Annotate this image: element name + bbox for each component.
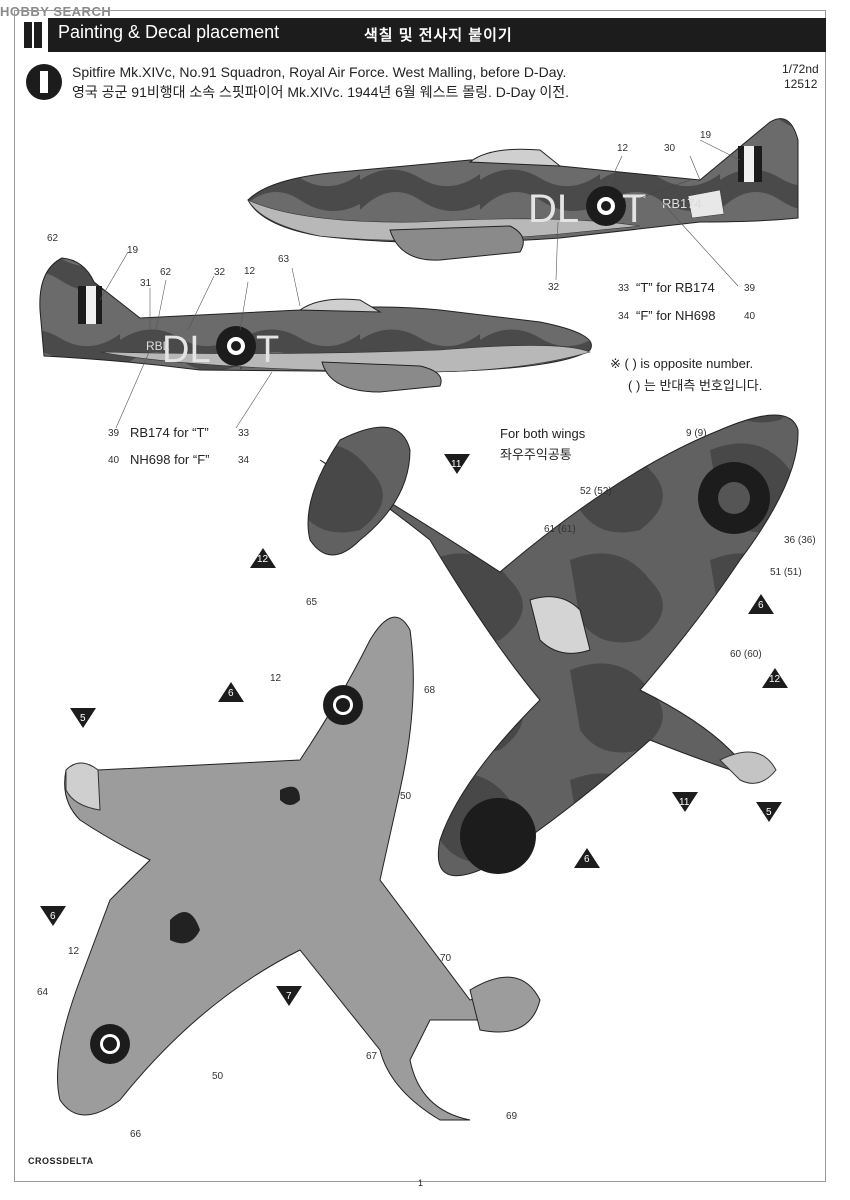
decal-36: 36 (36) [784, 535, 816, 546]
decal-9: 9 (9) [686, 428, 707, 439]
side-profile-left: DL T RBL [39, 257, 592, 393]
page-number: 1 [418, 1178, 424, 1188]
code-letter-t-left: T [256, 329, 279, 371]
kit-number: 12512 [784, 77, 818, 91]
decal-51: 51 (51) [770, 567, 802, 578]
scale-label: 1/72nd [782, 62, 819, 76]
header-title-korean: 색칠 및 전사지 붙이기 [364, 27, 513, 44]
decal-12: 12 [617, 143, 629, 154]
scheme-description: Spitfire Mk.XIVc, No.91 Squadron, Royal … [72, 64, 567, 80]
code-letters-dl-right: DL [528, 187, 579, 231]
decal-19-left: 19 [127, 245, 139, 256]
decal-34-left: 34 [238, 455, 250, 466]
decal-70: 70 [440, 953, 452, 964]
decal-50-lower: 50 [212, 1071, 224, 1082]
svg-text:12: 12 [257, 554, 269, 565]
svg-text:11: 11 [679, 797, 690, 808]
roman-numeral-badge [18, 18, 48, 52]
decal-19: 19 [700, 130, 712, 141]
note-nh-variant: NH698 for “F” [130, 452, 210, 467]
note-opposite-number: ※ ( ) is opposite number. [610, 356, 754, 371]
svg-text:6: 6 [228, 688, 234, 699]
decal-31: 31 [140, 278, 152, 289]
svg-text:12: 12 [769, 674, 781, 685]
note-t-variant: “T” for RB174 [636, 280, 715, 295]
decal-64: 64 [37, 987, 49, 998]
decal-40-left: 40 [108, 455, 120, 466]
decal-12-bottom: 12 [270, 673, 282, 684]
page-frame [14, 10, 826, 1182]
decal-60: 60 (60) [730, 649, 762, 660]
note-rb-variant: RB174 for “T” [130, 425, 209, 440]
header-bar [18, 18, 826, 52]
decal-33: 33 [618, 283, 630, 294]
decal-40: 40 [744, 311, 756, 322]
decal-62-left: 62 [160, 267, 172, 278]
serial-right: RB174 [662, 196, 702, 211]
step-number-badge [26, 64, 62, 100]
svg-text:5: 5 [766, 807, 772, 818]
color-callouts: 11 12 6 12 11 5 6 6 5 6 7 [40, 454, 788, 1006]
brand-logo: CROSSDELTA [28, 1156, 94, 1166]
svg-text:6: 6 [584, 854, 590, 865]
svg-text:7: 7 [286, 991, 292, 1002]
decal-12-bottom-left: 12 [68, 946, 80, 957]
side-profile-right: DL T RB174 [247, 118, 799, 261]
svg-text:6: 6 [758, 600, 764, 611]
decal-65: 65 [306, 597, 318, 608]
decal-63: 63 [278, 254, 290, 265]
svg-text:11: 11 [451, 459, 462, 470]
decal-12-left: 12 [244, 266, 256, 277]
decal-68: 68 [424, 685, 436, 696]
svg-text:6: 6 [50, 911, 56, 922]
decal-39-left: 39 [108, 428, 120, 439]
decal-50: 50 [400, 791, 412, 802]
top-view [307, 414, 799, 877]
note-both-wings-korean: 좌우주익공통 [500, 447, 572, 462]
decal-33-left: 33 [238, 428, 250, 439]
note-opposite-number-korean: ( ) 는 반대측 번호입니다. [628, 378, 763, 393]
decal-34: 34 [618, 311, 630, 322]
decal-67: 67 [366, 1051, 378, 1062]
decal-32: 32 [548, 282, 560, 293]
svg-text:5: 5 [80, 713, 86, 724]
watermark: HOBBY SEARCH [0, 4, 112, 19]
decal-62: 62 [47, 233, 59, 244]
decal-39: 39 [744, 283, 756, 294]
code-letters-dl-left: DL [162, 329, 211, 371]
decal-61: 61 (61) [544, 524, 576, 535]
code-letter-t-right: T [622, 187, 646, 231]
bottom-view [57, 616, 541, 1121]
note-f-variant: “F” for NH698 [636, 308, 716, 323]
decal-66: 66 [130, 1129, 142, 1140]
decal-32-left: 32 [214, 267, 226, 278]
scheme-description-korean: 영국 공군 91비행대 소속 스핏파이어 Mk.XIVc. 1944년 6월 웨… [72, 84, 569, 100]
decal-30: 30 [664, 143, 676, 154]
header-title: Painting & Decal placement [58, 22, 280, 42]
decal-52: 52 (52) [580, 486, 612, 497]
serial-left: RBL [146, 339, 170, 353]
decal-69: 69 [506, 1111, 518, 1122]
note-both-wings: For both wings [500, 426, 586, 441]
